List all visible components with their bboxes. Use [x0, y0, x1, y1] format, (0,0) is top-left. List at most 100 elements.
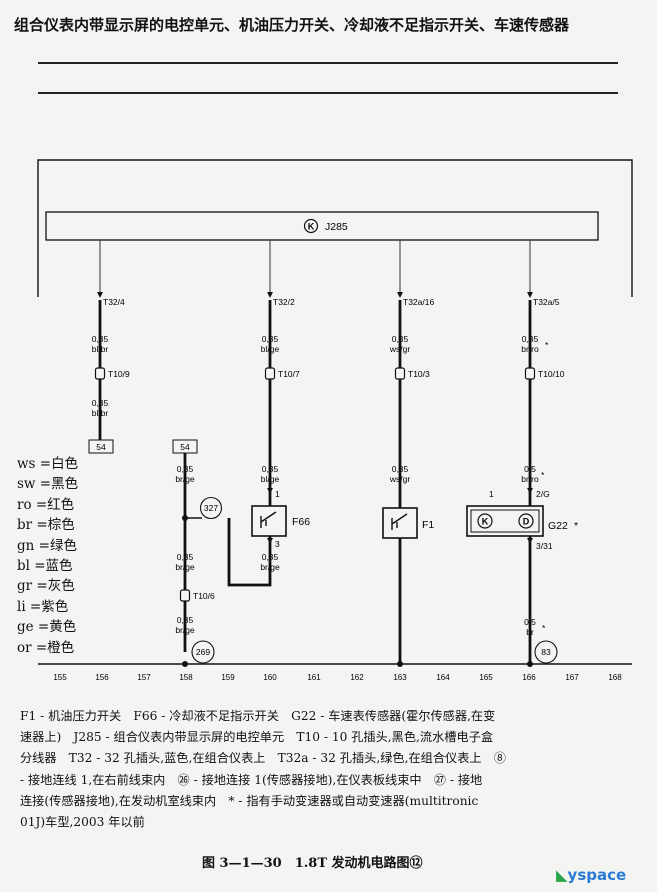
legend-item: or =橙色 [17, 639, 75, 656]
k-symbol-icon [303, 218, 319, 234]
svg-text:T10/7: T10/7 [278, 369, 300, 379]
header-rule-2 [38, 92, 618, 94]
svg-text:158: 158 [179, 673, 193, 682]
plug-icon [524, 367, 536, 380]
ground-circuit: 54 0,35 br/ge 327 0,35 br/ge T10/6 0,35 … [172, 439, 223, 667]
svg-text:*: * [545, 340, 549, 350]
svg-text:T32a/16: T32a/16 [403, 297, 434, 307]
svg-text:0,35: 0,35 [262, 464, 279, 474]
svg-text:1: 1 [275, 489, 280, 499]
figure-caption: 图 3—1—30 1.8T 发动机电路图⑫ [202, 856, 423, 871]
svg-text:0,35: 0,35 [92, 398, 109, 408]
f1-switch [382, 507, 418, 539]
ground-269 [191, 640, 215, 664]
svg-text:*: * [541, 470, 545, 480]
watermark-logo: ◣yspace [556, 866, 627, 884]
svg-text:162: 162 [350, 673, 364, 682]
k-symbol-icon [477, 513, 493, 529]
legend-item: ge =黄色 [17, 619, 77, 636]
svg-text:159: 159 [221, 673, 235, 682]
svg-text:0,5: 0,5 [524, 464, 536, 474]
svg-text:ws/gr: ws/gr [389, 474, 410, 484]
legend-item: br =棕色 [17, 517, 75, 534]
svg-text:D: D [523, 517, 530, 527]
legend-item: ws =白色 [17, 456, 79, 472]
svg-text:T10/10: T10/10 [538, 369, 565, 379]
svg-text:0,35: 0,35 [392, 464, 409, 474]
svg-text:166: 166 [522, 673, 536, 682]
svg-text:br/ro: br/ro [521, 344, 539, 354]
color-legend: ws =白色 sw =黑色 ro =红色 br =棕色 gn =绿色 bl =蓝… [17, 454, 78, 658]
svg-text:T32/2: T32/2 [273, 297, 295, 307]
svg-text:T10/3: T10/3 [408, 369, 430, 379]
plug-icon [94, 367, 106, 380]
legend-item: sw =黑色 [17, 476, 79, 493]
svg-text:83: 83 [541, 647, 551, 657]
svg-text:0,35: 0,35 [262, 552, 279, 562]
svg-text:F1: F1 [422, 519, 434, 531]
plug-icon [394, 367, 406, 380]
svg-text:0,35: 0,35 [92, 334, 109, 344]
svg-text:bl/ge: bl/ge [261, 474, 280, 484]
svg-text:br/ge: br/ge [175, 474, 195, 484]
circuit-3: T32a/16 0,35 ws/gr T10/3 0,35 ws/gr F1 [382, 240, 434, 667]
wire-junction-f66 [227, 518, 272, 587]
svg-text:157: 157 [137, 673, 151, 682]
circuit-4: T32a/5 0,35 * br/ro T10/10 0,5 * br/ro 2… [466, 240, 578, 667]
svg-text:0,5: 0,5 [524, 617, 536, 627]
svg-text:T10/9: T10/9 [108, 369, 130, 379]
g22-sensor [466, 505, 544, 537]
d-symbol-icon [518, 513, 534, 529]
svg-text:*: * [542, 623, 546, 633]
ecu-box [45, 211, 599, 241]
junction-327 [199, 496, 223, 520]
svg-text:3/31: 3/31 [536, 541, 553, 551]
svg-text:155: 155 [53, 673, 67, 682]
svg-text:164: 164 [436, 673, 450, 682]
svg-text:G22: G22 [548, 520, 568, 532]
switch-icon [260, 511, 277, 528]
svg-text:0,35: 0,35 [262, 334, 279, 344]
ecu-label: J285 [325, 221, 348, 233]
switch-icon [391, 513, 408, 530]
svg-text:br/ro: br/ro [521, 474, 539, 484]
svg-text:*: * [574, 520, 578, 532]
svg-text:0,35: 0,35 [177, 552, 194, 562]
svg-text:167: 167 [565, 673, 579, 682]
logo-arrow-icon: ◣ [556, 866, 568, 884]
plug-icon [179, 589, 191, 602]
plug-icon [264, 367, 276, 380]
svg-text:T10/6: T10/6 [193, 591, 215, 601]
svg-text:165: 165 [479, 673, 493, 682]
f66-switch [251, 505, 287, 537]
svg-text:160: 160 [263, 673, 277, 682]
svg-text:bl/br: bl/br [92, 408, 109, 418]
svg-text:163: 163 [393, 673, 407, 682]
svg-text:F66: F66 [292, 516, 310, 528]
legend-item: ro =红色 [17, 496, 75, 513]
svg-text:0,35: 0,35 [392, 334, 409, 344]
svg-text:1: 1 [489, 489, 494, 499]
svg-text:br/ge: br/ge [260, 562, 280, 572]
svg-text:2/G: 2/G [536, 489, 550, 499]
svg-text:br/ge: br/ge [175, 625, 195, 635]
svg-text:161: 161 [307, 673, 321, 682]
svg-text:0,35: 0,35 [177, 464, 194, 474]
legend-item: li =紫色 [17, 598, 69, 615]
svg-text:ws/gr: ws/gr [389, 344, 410, 354]
legend-item: gn =绿色 [17, 537, 77, 554]
svg-text:54: 54 [96, 442, 106, 452]
svg-text:br/ge: br/ge [175, 562, 195, 572]
circuit-2: T32/2 0,35 bl/ge T10/7 0,35 bl/ge 1 F66 … [251, 240, 310, 572]
legend-item: gr =灰色 [17, 578, 75, 595]
svg-text:K: K [482, 517, 489, 527]
page-header: 组合仪表内带显示屏的电控单元、机油压力开关、冷却液不足指示开关、车速传感器 [14, 16, 570, 34]
svg-text:54: 54 [180, 442, 190, 452]
svg-text:0,35: 0,35 [177, 615, 194, 625]
svg-text:327: 327 [204, 503, 218, 513]
svg-text:156: 156 [95, 673, 109, 682]
header-rule-1 [38, 62, 618, 64]
legend-item: bl =蓝色 [17, 558, 73, 575]
box-54 [88, 439, 114, 454]
svg-text:3: 3 [275, 539, 280, 549]
